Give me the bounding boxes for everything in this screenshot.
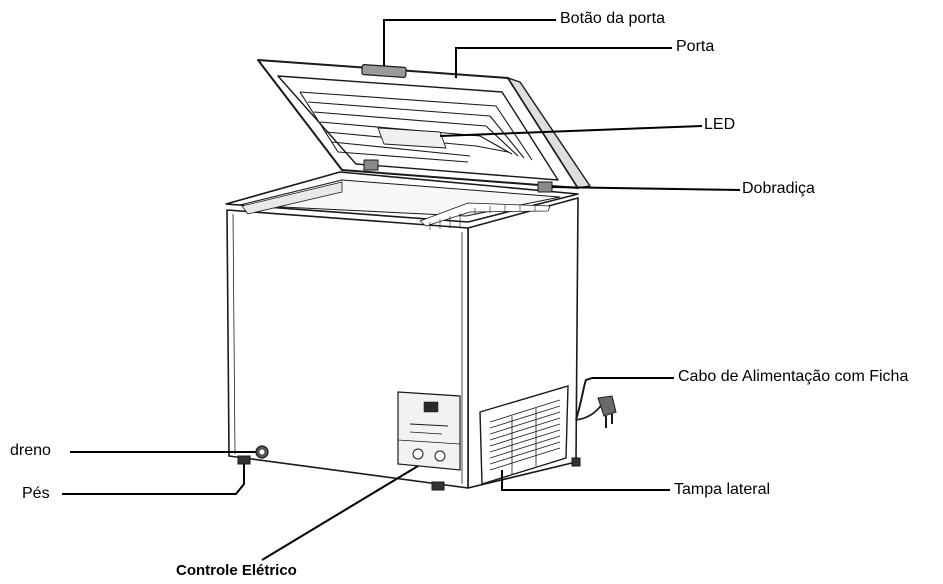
label-electric-control: Controle Elétrico xyxy=(176,562,297,580)
control-panel xyxy=(398,392,460,470)
label-door-button: Botão da porta xyxy=(560,10,665,28)
hinge xyxy=(538,182,552,192)
leader-hinge xyxy=(552,187,740,190)
leader-door xyxy=(456,48,672,78)
leader-door-button xyxy=(384,20,556,66)
label-power-cable: Cabo de Alimentação com Ficha xyxy=(678,368,908,386)
leader-electric-control xyxy=(262,466,418,560)
leader-feet xyxy=(62,464,244,494)
label-drain: dreno xyxy=(10,442,51,460)
label-feet: Pés xyxy=(22,485,50,503)
label-side-cover: Tampa lateral xyxy=(674,481,770,499)
label-door: Porta xyxy=(676,38,714,56)
freezer-lid xyxy=(258,60,590,192)
label-led: LED xyxy=(704,116,735,134)
plug xyxy=(598,396,616,428)
power-cable xyxy=(576,378,616,428)
label-hinge: Dobradiça xyxy=(742,180,815,198)
